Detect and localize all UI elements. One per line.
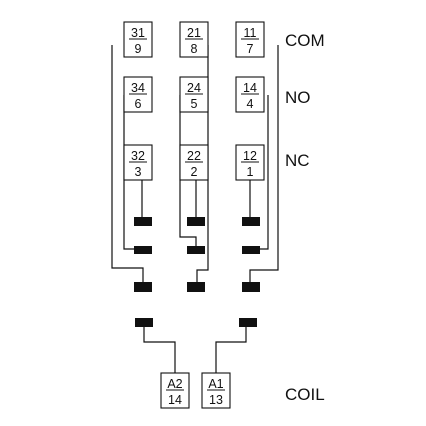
pad-c1-nc [134,217,152,226]
wire-c3-com [249,45,279,283]
pad-c3-no [242,246,260,254]
row-label-coil: COIL [285,385,325,404]
pad-c3-nc [242,217,260,226]
terminal-label-top: 34 [131,81,145,95]
terminal-label-top: 21 [187,26,201,40]
terminal-label-top: 11 [244,26,257,40]
pad-c1-com [134,282,152,292]
pad-c2-no [187,246,205,254]
terminal-a2-14: A2 14 [160,372,190,409]
terminal-label-bottom: 5 [191,97,198,111]
terminal-21-8: 21 8 [179,21,209,58]
terminal-label-bottom: 7 [247,42,254,56]
terminal-11-7: 11 7 [235,21,265,58]
pad-c2-com [187,282,205,292]
pad-c2-nc [187,217,205,226]
terminal-label-bottom: 9 [135,42,142,56]
pad-coil-a1 [239,318,257,327]
terminal-label-top: 31 [131,26,145,40]
terminal-a1-13: A1 13 [201,372,231,409]
pad-c3-com [242,282,260,292]
terminal-label-top: 22 [187,149,201,163]
terminal-label-bottom: 6 [135,97,142,111]
terminal-22-2: 22 2 [179,144,209,181]
wire-c1-com [111,45,144,283]
terminal-24-5: 24 5 [179,76,209,113]
row-label-nc: NC [285,151,310,170]
contact-pads [134,217,260,327]
row-label-com: COM [285,31,325,50]
pad-c1-no [134,246,152,254]
terminal-label-top: A1 [208,377,223,391]
terminal-34-6: 34 6 [123,76,153,113]
terminal-label-top: 12 [243,149,257,163]
pad-coil-a2 [135,318,153,327]
terminal-32-3: 32 3 [123,144,153,181]
terminal-12-1: 12 1 [235,144,265,181]
terminal-label-bottom: 8 [191,42,198,56]
terminal-label-bottom: 4 [247,97,254,111]
terminal-label-bottom: 3 [135,165,142,179]
wire-coil-a2 [143,325,176,375]
row-label-no: NO [285,88,311,107]
terminal-label-bottom: 13 [209,393,223,407]
wire-coil-a1 [215,325,247,375]
terminal-label-bottom: 14 [168,393,182,407]
terminal-label-top: 24 [187,81,201,95]
terminal-label-bottom: 1 [247,165,254,179]
terminal-label-top: A2 [167,377,182,391]
terminal-14-4: 14 4 [235,76,265,113]
terminal-label-bottom: 2 [191,165,198,179]
terminal-31-9: 31 9 [123,21,153,58]
terminal-label-top: 32 [131,149,145,163]
terminal-label-top: 14 [243,81,257,95]
